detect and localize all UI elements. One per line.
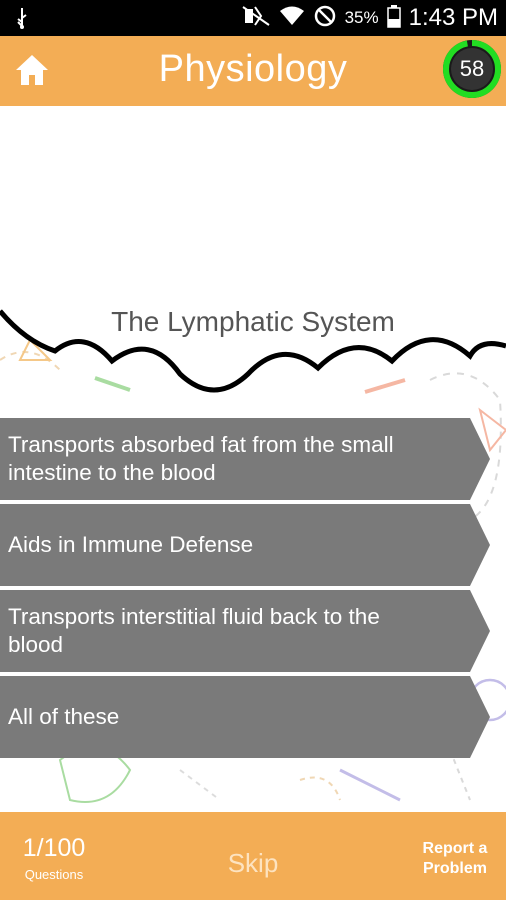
- home-icon: [16, 55, 48, 85]
- home-button[interactable]: [12, 50, 52, 90]
- answer-option-2[interactable]: Aids in Immune Defense: [0, 504, 490, 586]
- answer-option-4[interactable]: All of these: [0, 676, 490, 758]
- answer-option-3[interactable]: Transports interstitial fluid back to th…: [0, 590, 490, 672]
- skip-button[interactable]: Skip: [227, 848, 279, 878]
- answer-option-text: Aids in Immune Defense: [8, 532, 254, 557]
- battery-icon: [386, 4, 401, 33]
- page-title: Physiology: [158, 48, 348, 90]
- do-not-disturb-icon: [313, 4, 337, 33]
- question-progress: 1/100 Questions: [14, 834, 94, 882]
- answer-option-text: Transports interstitial fluid back to th…: [8, 604, 380, 657]
- usb-icon: [14, 6, 30, 35]
- progress-label: Questions: [24, 867, 84, 882]
- mute-icon: [241, 5, 271, 32]
- question-text: The Lymphatic System: [111, 306, 395, 337]
- quiz-footer: 1/100 Questions Skip Report a Problem: [0, 812, 506, 900]
- timer-value: 58: [459, 56, 485, 81]
- clock: 1:43 PM: [408, 4, 498, 31]
- wifi-icon: [279, 5, 305, 32]
- countdown-timer: 58: [441, 38, 503, 100]
- progress-count: 1/100: [22, 834, 86, 862]
- report-problem-button[interactable]: Report a Problem: [422, 840, 488, 877]
- background-doodles: [0, 338, 506, 803]
- answer-option-1[interactable]: Transports absorbed fat from the small i…: [0, 418, 490, 500]
- battery-percent: 35%: [344, 8, 379, 27]
- answer-option-text: All of these: [8, 704, 120, 729]
- question-card: The Lymphatic System: [0, 106, 506, 416]
- answer-option-text: Transports absorbed fat from the small i…: [8, 432, 394, 485]
- status-bar: 35% 1:43 PM: [0, 0, 506, 36]
- app-header: Physiology 58: [0, 36, 506, 106]
